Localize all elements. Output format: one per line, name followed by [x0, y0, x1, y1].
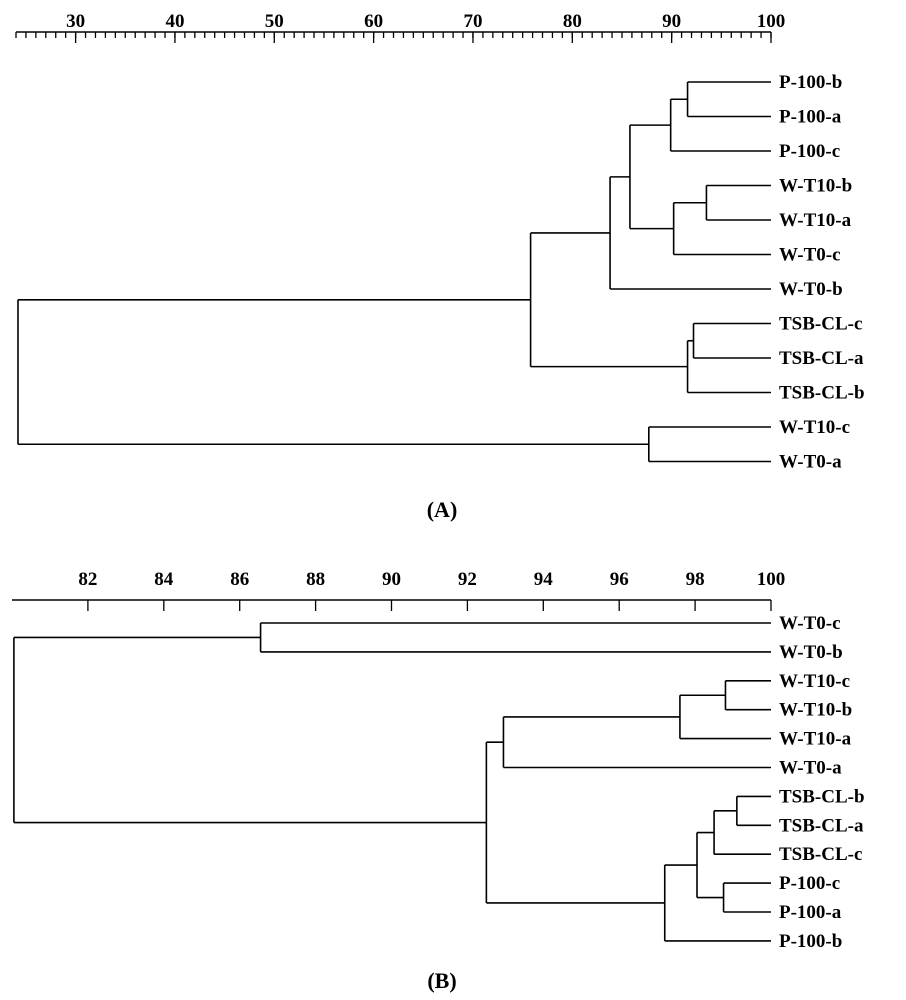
axis-tick-label: 92 [458, 569, 477, 590]
dendrogram-panel-a: 30 40 50 60 70 80 90 100 P-100-bP-100-aP-100-cW… [15, 11, 865, 522]
leaf-label: P-100-c [779, 141, 840, 162]
leaf-label: W-T0-a [779, 452, 842, 473]
similarity-axis-b: 82 84 86 88 90 92 94 96 98 100 [12, 569, 785, 611]
leaf-label: W-T0-b [779, 279, 843, 300]
leaf-label: W-T0-b [779, 642, 843, 663]
panel-label-paren: ) [450, 497, 457, 522]
leaf-label: W-T0-c [779, 245, 841, 266]
panel-label-paren: ( [427, 497, 434, 522]
leaf-label: P-100-a [779, 902, 842, 923]
panel-label-letter: A [434, 497, 450, 522]
leaf-labels-a: P-100-bP-100-aP-100-cW-T10-bW-T10-aW-T0-… [779, 72, 865, 473]
leaf-label: TSB-CL-c [779, 314, 862, 335]
leaf-label: W-T10-b [779, 700, 852, 721]
leaf-label: W-T0-a [779, 758, 842, 779]
leaf-label: TSB-CL-c [779, 844, 862, 865]
axis-tick-label: 84 [154, 569, 174, 590]
dendrogram-branches-b [13, 622, 771, 942]
panel-label-letter: B [435, 968, 450, 993]
axis-tick-label: 40 [165, 11, 184, 32]
leaf-label: TSB-CL-b [779, 786, 865, 807]
leaf-label: W-T10-a [779, 729, 852, 750]
panel-label-paren: ( [427, 968, 434, 993]
leaf-label: W-T10-b [779, 176, 852, 197]
leaf-label: W-T10-a [779, 210, 852, 231]
panel-label-paren: ) [449, 968, 456, 993]
similarity-axis-a: 30 40 50 60 70 80 90 100 [15, 11, 786, 43]
leaf-label: W-T0-c [779, 613, 841, 634]
leaf-label: W-T10-c [779, 671, 850, 692]
leaf-labels-b: W-T0-cW-T0-bW-T10-cW-T10-bW-T10-aW-T0-aT… [779, 613, 865, 952]
dendrogram-branches-a [17, 81, 771, 463]
axis-tick-label: 60 [364, 11, 383, 32]
axis-tick-label: 90 [382, 569, 401, 590]
axis-tick-label: 86 [230, 569, 249, 590]
axis-tick-label: 98 [686, 569, 705, 590]
leaf-label: P-100-a [779, 107, 842, 128]
leaf-label: TSB-CL-b [779, 383, 865, 404]
panel-label-a: (A) [427, 497, 458, 522]
axis-tick-label: 50 [265, 11, 284, 32]
dendrogram-panel-b: 82 84 86 88 90 92 94 96 98 100 W-T0-cW-T0-bW-T10-… [12, 569, 865, 993]
axis-tick-label: 82 [78, 569, 97, 590]
axis-tick-label: 94 [534, 569, 554, 590]
leaf-label: P-100-c [779, 873, 840, 894]
axis-tick-label: 88 [306, 569, 325, 590]
axis-tick-label: 100 [757, 569, 786, 590]
leaf-label: TSB-CL-a [779, 348, 864, 369]
leaf-label: TSB-CL-a [779, 815, 864, 836]
axis-tick-label: 80 [563, 11, 582, 32]
leaf-label: P-100-b [779, 72, 842, 93]
axis-tick-label: 96 [610, 569, 629, 590]
panel-label-b: (B) [427, 968, 456, 993]
axis-tick-label: 70 [463, 11, 482, 32]
axis-tick-label: 30 [66, 11, 85, 32]
axis-tick-label: 100 [757, 11, 786, 32]
leaf-label: W-T10-c [779, 417, 850, 438]
axis-tick-label: 90 [662, 11, 681, 32]
leaf-label: P-100-b [779, 931, 842, 952]
